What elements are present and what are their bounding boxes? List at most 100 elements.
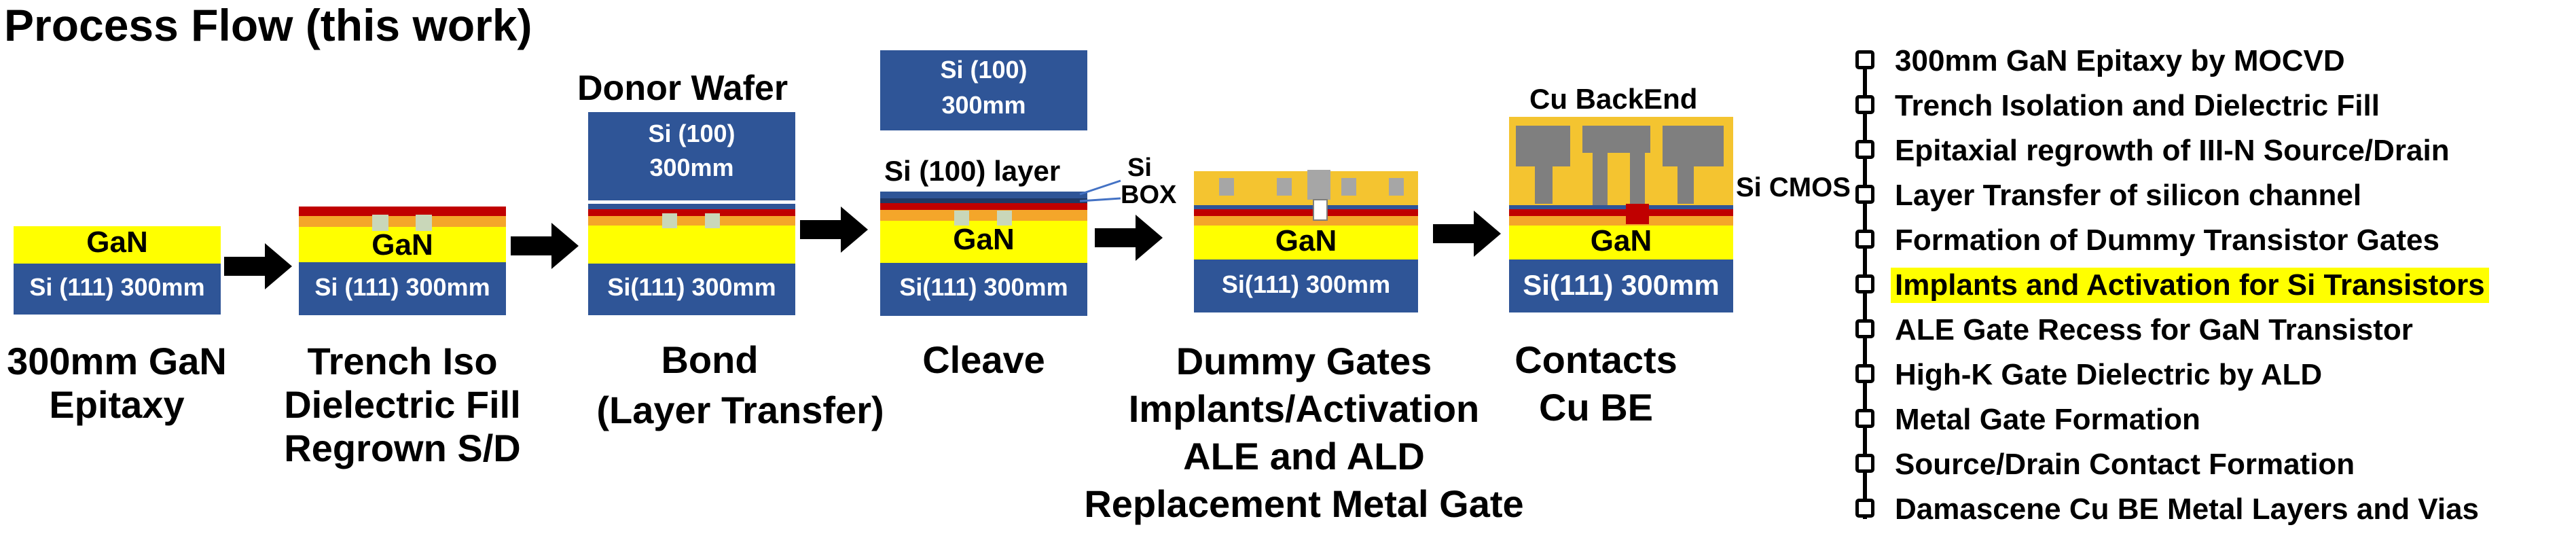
page-title: Process Flow (this work)	[4, 0, 532, 50]
checkbox-icon	[1855, 364, 1874, 383]
stage-3-donor-box	[588, 204, 795, 209]
stage-6-si-wafer	[1509, 259, 1733, 312]
flow-arrow-5	[1433, 211, 1501, 257]
stage-2-cross-section	[299, 207, 506, 315]
checkbox-icon	[1855, 274, 1874, 293]
stage-6-top-label: Cu BackEnd	[1529, 83, 1698, 115]
stage-3-red-layer	[588, 209, 795, 216]
flow-arrow-4	[1095, 215, 1163, 261]
checkbox-icon	[1855, 409, 1874, 428]
stage-6-metal-2	[1582, 126, 1650, 153]
stage-3-trench-2	[705, 213, 720, 228]
stage-6-caption-line1: Contacts	[1514, 338, 1677, 381]
checkbox-icon	[1855, 50, 1874, 69]
stage-5-si-channel	[1194, 205, 1418, 209]
stage-4-box-layer	[880, 198, 1087, 203]
stage-6-via-2	[1593, 153, 1608, 207]
step-text: Trench Isolation and Dielectric Fill	[1895, 89, 2380, 122]
checkbox-icon	[1855, 95, 1874, 114]
stage-5-dummy-gate-4	[1341, 178, 1356, 196]
stage-3-top-label: Donor Wafer	[577, 69, 788, 108]
stage-6-via-3	[1630, 153, 1645, 217]
stage-4-layer-label: Si (100) layer	[884, 155, 1061, 187]
step-text: Source/Drain Contact Formation	[1895, 448, 2355, 481]
stage-1-si-wafer	[14, 264, 221, 315]
checkbox-icon	[1855, 140, 1874, 159]
stage-6-red-layer	[1509, 209, 1733, 216]
step-text: Layer Transfer of silicon channel	[1895, 179, 2362, 212]
stage-4-trench-2	[997, 211, 1012, 226]
checkbox-icon	[1855, 454, 1874, 473]
stage-4-donor-label-line2: 300mm	[941, 91, 1026, 119]
stage-6-wafer-label: Si(111) 300mm	[1523, 269, 1720, 301]
stage-2-red-layer	[299, 207, 506, 216]
step-text: 300mm GaN Epitaxy by MOCVD	[1895, 44, 2345, 77]
stage-5-cross-section	[1194, 170, 1418, 312]
stage-4-red-layer	[880, 203, 1087, 210]
stage-5-gate-recess	[1313, 199, 1328, 221]
stage-1-caption-line1: 300mm GaN	[7, 340, 227, 382]
stage-4-trench-1	[954, 211, 969, 226]
stage-6-cross-section	[1509, 117, 1733, 312]
stage-6-gan-layer	[1509, 226, 1733, 259]
stage-6-caption: Contacts Cu BE	[1508, 338, 1684, 429]
stage-6-metal-3	[1663, 126, 1724, 166]
stage-4-gan-label: GaN	[953, 223, 1015, 256]
stage-3-caption-line2: (Layer Transfer)	[596, 389, 884, 431]
stage-5-dummy-gate-3	[1307, 170, 1330, 200]
stage-5-caption-line1: Dummy Gates	[1176, 340, 1432, 382]
stage-6-gan-gate	[1626, 204, 1649, 224]
stage-5-si-wafer	[1194, 259, 1418, 312]
stage-5-caption: Dummy Gates Implants/Activation ALE and …	[1059, 340, 1548, 526]
stage-5-caption-line2: Implants/Activation	[1128, 387, 1480, 430]
step-text: Damascene Cu BE Metal Layers and Vias	[1895, 493, 2480, 526]
stage-6-side-label: Si CMOS	[1736, 173, 1851, 202]
flow-arrow-1	[224, 243, 292, 289]
stage-1-cross-section	[14, 226, 221, 315]
stage-4-donor-remainder	[880, 50, 1087, 130]
stage-3-wafer-label: Si(111) 300mm	[607, 273, 776, 301]
checkbox-icon	[1855, 499, 1874, 518]
stage-2-trench-2	[416, 215, 432, 231]
stage-5-red-layer	[1194, 209, 1418, 216]
stage-2-trench-1	[372, 215, 388, 231]
stage-4-donor-label-line1: Si (100)	[940, 56, 1028, 84]
stage-4-box-label: BOX	[1121, 181, 1177, 209]
stage-5-wafer-label: Si(111) 300mm	[1221, 270, 1391, 298]
stage-1-gan-label: GaN	[86, 226, 148, 259]
flow-arrow-2	[511, 223, 579, 269]
stage-6-gan-label: GaN	[1590, 224, 1652, 257]
stage-3-trench-1	[662, 213, 677, 228]
stage-4-wafer-label: Si(111) 300mm	[899, 273, 1068, 301]
stage-3-donor-label-line2: 300mm	[649, 154, 734, 181]
stage-4-gan-layer	[880, 221, 1087, 263]
stage-6-metal-1	[1516, 126, 1570, 166]
stage-3-orange-layer	[588, 216, 795, 226]
step-text: High-K Gate Dielectric by ALD	[1895, 358, 2323, 391]
step-text: ALE Gate Recess for GaN Transistor	[1895, 313, 2413, 346]
stage-4-si-wafer	[880, 263, 1087, 316]
checkbox-icon	[1855, 185, 1874, 204]
stage-4-cross-section	[880, 50, 1121, 316]
stage-4-si-label: Si	[1127, 154, 1152, 182]
stage-3-caption: Bond (Layer Transfer)	[570, 338, 910, 432]
checkbox-icon	[1855, 319, 1874, 338]
stage-6-si-channel	[1509, 205, 1733, 209]
stage-5-caption-line3: ALE and ALD	[1183, 435, 1425, 478]
stage-3-donor-label-line1: Si (100)	[648, 120, 736, 147]
stage-1-caption: 300mm GaN Epitaxy	[1, 340, 232, 427]
stage-6-orange-layer	[1509, 216, 1733, 226]
stage-1-wafer-label: Si (111) 300mm	[29, 273, 205, 301]
stage-4-caption-line1: Cleave	[922, 338, 1045, 381]
stage-3-gan-layer	[588, 226, 795, 264]
stage-4-caption: Cleave	[880, 338, 1087, 382]
stage-5-gan-layer	[1194, 226, 1418, 259]
step-text: Formation of Dummy Transistor Gates	[1895, 223, 2439, 257]
stage-4-si-pointer	[1079, 179, 1121, 196]
stage-2-caption-line1: Trench Iso	[307, 340, 498, 382]
stage-2-caption-line3: Regrown S/D	[284, 427, 521, 469]
stage-5-dummy-gate-2	[1277, 178, 1292, 196]
stage-5-dummy-gate-5	[1389, 178, 1404, 196]
checkbox-icon	[1855, 230, 1874, 249]
